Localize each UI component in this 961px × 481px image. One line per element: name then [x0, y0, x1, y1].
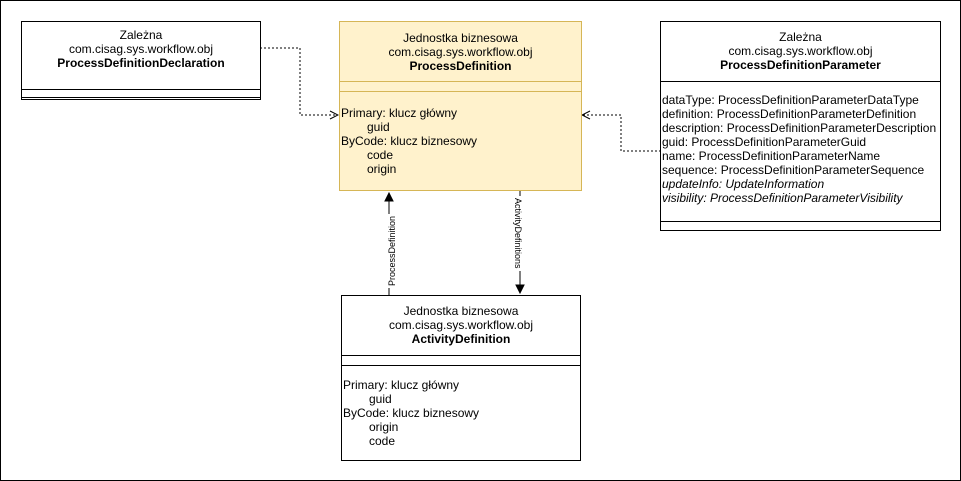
key-field: guid [367, 120, 390, 134]
key-name: Primary: klucz główny [343, 378, 460, 392]
entity-name: ActivityDefinition [411, 332, 511, 346]
attribute-row: definition: ProcessDefinitionParameterDe… [662, 107, 917, 121]
key-field: code [369, 434, 396, 448]
section-divider [22, 97, 260, 98]
key-name: ByCode: klucz biznesowy [343, 406, 480, 420]
entity-stereotype: Jednostka biznesowa [403, 31, 518, 45]
key-field: code [367, 148, 394, 162]
attribute-row: sequence: ProcessDefinitionParameterSequ… [662, 163, 925, 177]
attribute-row: description: ProcessDefinitionParameterD… [662, 121, 937, 135]
section-divider [22, 89, 260, 90]
entity-package: com.cisag.sys.workflow.obj [388, 45, 533, 59]
dependency-edge-parameter [582, 115, 661, 152]
key-field: origin [369, 420, 399, 434]
section-divider [340, 81, 581, 82]
entity-process-definition[interactable]: Jednostka biznesowa com.cisag.sys.workfl… [339, 21, 582, 191]
key-name: ByCode: klucz biznesowy [341, 134, 478, 148]
attribute-row: guid: ProcessDefinitionParameterGuid [662, 135, 867, 149]
entity-package: com.cisag.sys.workflow.obj [68, 42, 214, 56]
key-field: guid [369, 392, 392, 406]
entity-process-definition-declaration[interactable]: Zależna com.cisag.sys.workflow.obj Proce… [21, 21, 261, 100]
entity-name: ProcessDefinitionParameter [720, 58, 881, 72]
dependency-edge-declaration [260, 47, 338, 115]
attribute-row: name: ProcessDefinitionParameterName [662, 149, 881, 163]
attribute-row: updateInfo: UpdateInformation [662, 177, 825, 191]
section-divider [661, 221, 940, 222]
entity-package: com.cisag.sys.workflow.obj [388, 318, 534, 332]
section-divider [342, 365, 580, 366]
attribute-row: dataType: ProcessDefinitionParameterData… [662, 93, 919, 107]
edge-label-activity-definitions: ActivityDefinitions [513, 196, 523, 271]
entity-name: ProcessDefinition [409, 59, 512, 73]
entity-name: ProcessDefinitionDeclaration [57, 56, 225, 70]
key-name: Primary: klucz główny [341, 106, 458, 120]
attribute-list: dataType: ProcessDefinitionParameterData… [662, 93, 940, 205]
section-divider [661, 81, 940, 82]
entity-activity-definition[interactable]: Jednostka biznesowa com.cisag.sys.workfl… [341, 295, 581, 461]
attribute-row: visibility: ProcessDefinitionParameterVi… [662, 191, 903, 205]
entity-package: com.cisag.sys.workflow.obj [728, 44, 873, 58]
entity-stereotype: Zależna [119, 28, 163, 42]
section-divider [340, 91, 581, 92]
edge-label-process-definition: ProcessDefinition [387, 213, 397, 288]
entity-stereotype: Zależna [779, 30, 822, 44]
entity-process-definition-parameter[interactable]: Zależna com.cisag.sys.workflow.obj Proce… [660, 21, 941, 231]
entity-stereotype: Jednostka biznesowa [403, 304, 519, 318]
section-divider [342, 355, 580, 356]
key-field: origin [367, 162, 397, 176]
